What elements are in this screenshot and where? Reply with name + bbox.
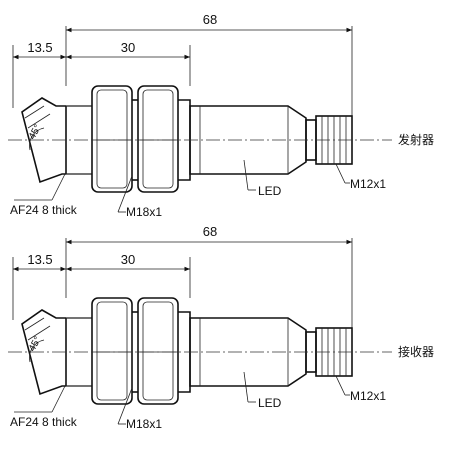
af-label: AF24 8 thick [10,203,78,217]
connector-label: M12x1 [350,389,386,403]
transmitter-view: 68 13.5 30 45° AF24 8 thick M18x1 LED M1… [8,12,434,219]
thread-label: M18x1 [126,417,162,431]
angle-label: 45° [27,123,44,142]
led-label: LED [258,396,282,410]
led-label: LED [258,184,282,198]
overall-length-dim: 68 [203,224,217,239]
connector-label: M12x1 [350,177,386,191]
nose-length-dim: 13.5 [27,40,52,55]
thread-length-dim: 30 [121,252,135,267]
nose-length-dim: 13.5 [27,252,52,267]
angle-label: 45° [27,335,44,354]
overall-length-dim: 68 [203,12,217,27]
thread-label: M18x1 [126,205,162,219]
thread-length-dim: 30 [121,40,135,55]
receiver-view: 68 13.5 30 45° AF24 8 thick M18x1 LED M1… [8,224,434,431]
view-name: 接收器 [398,344,434,359]
view-name: 发射器 [398,132,434,147]
af-label: AF24 8 thick [10,415,78,429]
